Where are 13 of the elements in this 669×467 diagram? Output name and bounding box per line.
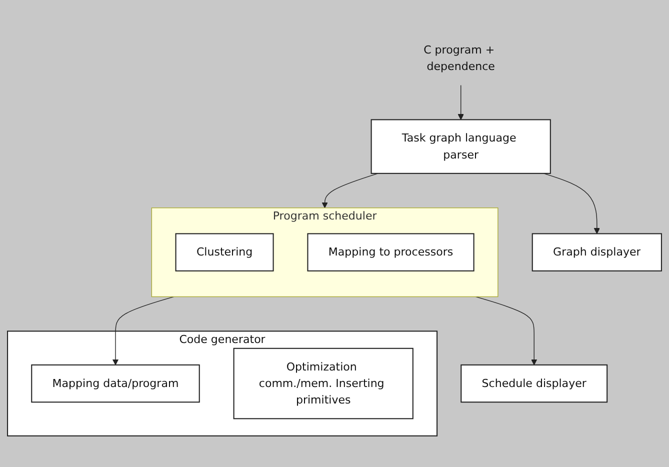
arrow (543, 172, 600, 234)
node-box: Graph displayer (532, 232, 662, 272)
arrow (112, 296, 174, 365)
node-box: Optimization comm./mem. Inserting primitives (233, 348, 414, 419)
arrow (475, 296, 538, 365)
node-text: C program + dependence (424, 43, 495, 73)
arrow (322, 172, 378, 208)
arrow (458, 84, 464, 120)
node-box: Mapping data/program (31, 364, 200, 402)
node-box: Schedule displayer (460, 364, 608, 402)
node-box: Mapping to processors (307, 232, 474, 272)
node-box: Clustering (175, 232, 274, 272)
node-box: Task graph language parser (370, 118, 551, 174)
